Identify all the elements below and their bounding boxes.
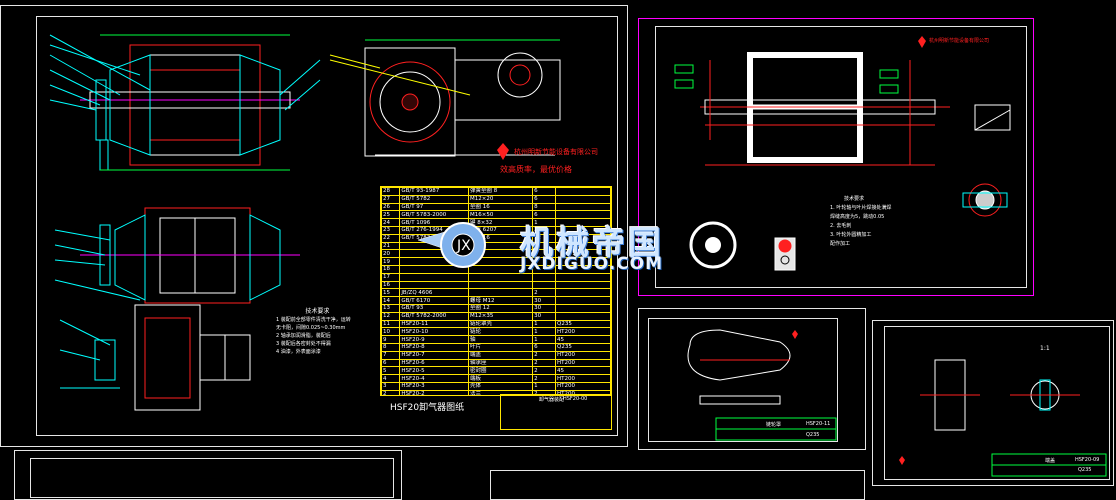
watermark-text: 机械帝国 [520, 223, 664, 262]
parts-cell-name: 法兰 [467, 389, 534, 395]
watermark: JX [417, 221, 737, 269]
company-logo-icon [497, 143, 509, 160]
front-view [49, 34, 321, 171]
rotor-tech-line: 2. 去毛刺 [830, 223, 852, 229]
end-cover-scale: 1:1 [1040, 345, 1050, 352]
tech-requirements-title: 技术要求 [305, 308, 330, 315]
chain-guard-name: 链轮罩 [766, 422, 782, 428]
company-name: 杭州明新节能设备有限公司 [514, 148, 598, 156]
end-cover-material: Q235 [1078, 467, 1092, 473]
side-view [329, 39, 561, 157]
assembly-title: HSF20卸气器图纸 [390, 403, 465, 413]
parts-cell-no: 2 [381, 389, 401, 395]
rotor-tech-line: 配作加工 [830, 241, 851, 247]
rotor-tech-line: 1. 叶轮轴与叶片焊接处满焊 [830, 205, 892, 211]
bottom-sheet-left-frame [30, 458, 394, 498]
company-slogan: 效高质率，最优价格 [500, 165, 572, 174]
chain-guard-sheet[interactable] [638, 308, 866, 450]
tech-req-line: 4 油漆，外表面涂漆 [276, 349, 321, 355]
end-cover-name: 端盖 [1045, 458, 1056, 464]
bottom-sheet-right[interactable] [490, 470, 865, 500]
rotor-tech-line: 焊缝高度为5，跳动0.05 [830, 214, 885, 220]
tech-req-line: 2 轴承加润滑脂，装配后 [276, 333, 331, 339]
rotor-drawing-frame [655, 26, 1027, 288]
table-row: 20 [381, 249, 611, 259]
end-cover-code: HSF20-09 [1075, 457, 1100, 463]
chain-guard-frame [648, 318, 838, 442]
title-block-code: HSF20-00 [563, 396, 588, 402]
tech-requirements: 技术要求 1 装配前全部零件清洗干净，运转 无卡阻，间隙0.025~0.30mm… [276, 308, 351, 356]
rotor-logo-icon [918, 36, 926, 48]
rotor-tech-requirements: 技术要求 1. 叶轮轴与叶片焊接处满焊 焊缝高度为5，跳动0.05 2. 去毛刺… [830, 195, 891, 249]
chain-guard-code: HSF20-11 [806, 421, 831, 427]
rotor-tech-title: 技术要求 [844, 196, 865, 202]
rotor-company-name: 杭州明新节能设备有限公司 [929, 38, 990, 44]
end-cover-sheet[interactable] [872, 320, 1114, 486]
title-block: 卸气器装配 HSF20-00 [500, 394, 612, 430]
svg-text:JX: JX [456, 238, 471, 254]
rotor-drawing-sheet[interactable] [638, 18, 1034, 296]
tech-req-line: 无卡阻，间隙0.025~0.30mm [276, 325, 346, 331]
title-block-name: 卸气器装配 [539, 397, 565, 403]
end-cover-frame [884, 326, 1110, 480]
bottom-view [59, 304, 251, 411]
rotor-tech-line: 3. 叶轮外圆精加工 [830, 232, 872, 238]
chain-guard-material: Q235 [806, 432, 820, 438]
end-cover-logo-icon [899, 456, 905, 465]
parts-cell-mat: HT200 [555, 389, 611, 395]
tech-req-line: 3 装配后各密封处不得漏 [276, 341, 331, 347]
main-drawing-frame [36, 16, 618, 436]
watermark-gear-icon [689, 221, 737, 269]
chain-guard-logo-icon [792, 330, 798, 339]
main-drawing-sheet[interactable] [0, 5, 628, 447]
tech-req-line: 1 装配前全部零件清洗干净，运转 [276, 317, 351, 323]
section-view [54, 207, 300, 304]
watermark-url: JXDIGUO.COM [520, 254, 664, 274]
